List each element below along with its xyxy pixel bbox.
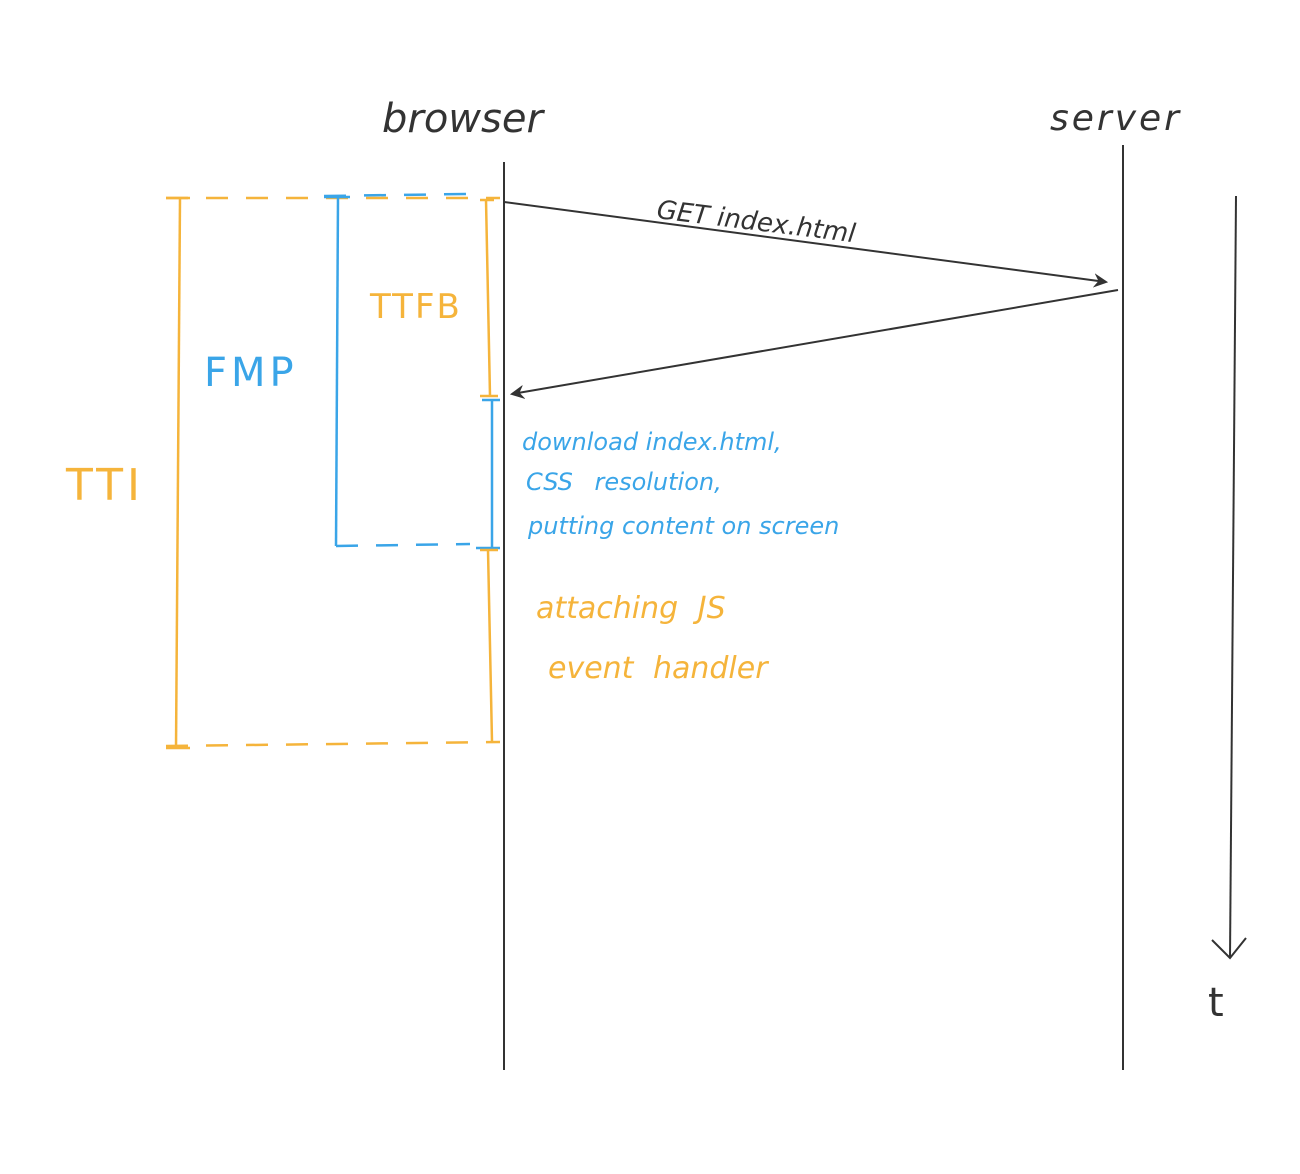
ttfb-label: TTFB — [369, 287, 462, 327]
time-axis-label: t — [1208, 980, 1224, 1026]
request-arrow — [503, 201, 1106, 282]
attach-js-bracket — [480, 548, 498, 743]
download-note-line2: CSS resolution, — [526, 468, 722, 496]
server-label: server — [1050, 98, 1182, 139]
download-note-line3: putting content on screen — [527, 512, 839, 540]
fmp-bracket — [323, 192, 471, 548]
attach-note-line2: event handler — [548, 651, 769, 686]
ttfb-bracket — [480, 198, 498, 398]
attach-note-line1: attaching JS — [536, 591, 726, 626]
tti-bracket — [165, 196, 501, 750]
download-note-line1: download index.html, — [522, 428, 782, 456]
browser-label: browser — [382, 96, 545, 142]
tti-label: TTI — [65, 460, 144, 511]
time-axis-line — [1229, 195, 1237, 959]
download-bracket — [476, 398, 500, 550]
response-arrow — [512, 289, 1119, 394]
time-axis-arrowhead-icon — [1211, 937, 1247, 960]
fmp-label: FMP — [204, 350, 298, 396]
request-label: GET index.html — [655, 195, 858, 249]
